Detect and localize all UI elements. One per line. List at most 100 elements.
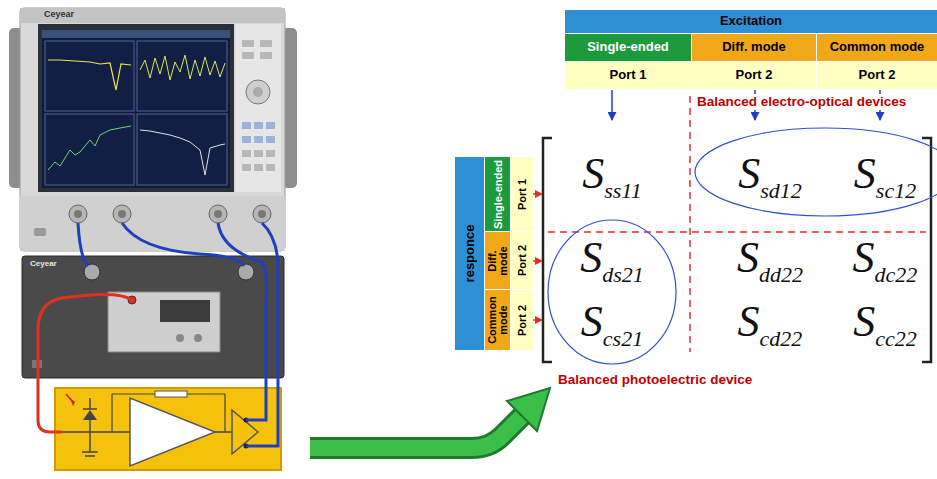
- header-cell: Port 2: [511, 232, 533, 289]
- matrix-subscript: cc22: [875, 326, 917, 351]
- wire: [89, 432, 91, 452]
- wire: [89, 420, 91, 432]
- port-connector: [258, 210, 266, 218]
- button: [260, 52, 272, 59]
- button: [266, 164, 275, 171]
- plot-pane: [45, 41, 134, 111]
- header-cell: Diff. mode: [692, 34, 816, 61]
- pointer-arrow: [533, 260, 542, 262]
- matrix-subscript: dc22: [875, 262, 918, 287]
- header-cell: Port 2: [511, 290, 533, 350]
- pointer-arrow: [533, 319, 542, 321]
- pointer-arrow: [611, 90, 613, 120]
- button: [254, 122, 263, 129]
- power-button: [34, 228, 46, 236]
- header-cell: Diff. mode: [485, 232, 510, 289]
- matrix-subscript: cd22: [760, 326, 803, 351]
- header-cell: Port 1: [511, 157, 533, 231]
- feedback-resistor: [155, 391, 187, 397]
- port-connector: [214, 210, 222, 218]
- rf-cable: [218, 223, 267, 420]
- matrix-entry: Sdd22: [737, 236, 803, 280]
- module-display: [160, 300, 210, 322]
- button: [242, 150, 251, 157]
- port-connector: [118, 210, 126, 218]
- port-connector: [69, 205, 87, 223]
- rf-cable: [122, 223, 244, 266]
- trace: [140, 130, 225, 175]
- header-cell: Port 2: [817, 62, 937, 89]
- button: [254, 136, 263, 143]
- pointer-arrow: [533, 193, 542, 195]
- port-connector: [113, 205, 131, 223]
- screen-toolbar: [42, 30, 230, 38]
- rf-cable: [246, 223, 278, 446]
- note-label: Balanced electro-optical devices: [695, 94, 908, 110]
- matrix-subscript: sc12: [876, 178, 916, 203]
- header-text: Port 2: [736, 68, 773, 82]
- matrix-symbol: S: [738, 149, 760, 198]
- header-text: responce: [463, 159, 476, 348]
- matrix-entry: Ssc12: [854, 152, 916, 196]
- knob: [253, 87, 263, 97]
- matrix-bracket: [543, 138, 552, 362]
- matrix-symbol: S: [853, 233, 875, 282]
- header-cell: Common mode: [485, 290, 510, 350]
- button: [260, 40, 272, 47]
- control-panel: [236, 24, 281, 192]
- matrix-symbol: S: [737, 233, 759, 282]
- matrix-subscript: dd22: [759, 262, 803, 287]
- header-text: Excitation: [720, 14, 782, 28]
- amplifier-symbol: [130, 398, 215, 466]
- matrix-entry: Sds21: [580, 236, 644, 280]
- matrix-entry: Scd22: [738, 300, 803, 344]
- analyzer-body: [20, 8, 285, 251]
- brand-label: Ceyear: [30, 259, 57, 268]
- highlight-ellipse: [548, 220, 676, 364]
- header-cell: Excitation: [565, 10, 937, 33]
- header-text: Port 2: [517, 234, 528, 287]
- button: [242, 52, 254, 59]
- header-cell: Port 1: [565, 62, 691, 89]
- wire: [224, 394, 225, 432]
- photodiode-symbol: [83, 410, 97, 420]
- matrix-entry: Scs21: [581, 300, 643, 344]
- highlight-ellipse: [695, 128, 937, 216]
- flow-arrow: [310, 416, 522, 448]
- header-cell: Common mode: [817, 34, 937, 61]
- button: [242, 136, 251, 143]
- matrix-symbol: S: [738, 297, 760, 346]
- module-panel: [108, 292, 220, 352]
- optical-fiber: [38, 294, 132, 432]
- front-strip: [20, 196, 285, 251]
- header-text: Diff. mode: [487, 234, 509, 287]
- header-text: Port 1: [610, 68, 647, 82]
- matrix-entry: Sss11: [582, 152, 642, 196]
- button: [254, 150, 263, 157]
- module-connector: [194, 334, 202, 342]
- header-cell: responce: [455, 157, 484, 350]
- header-text: Port 2: [517, 292, 528, 348]
- button: [242, 122, 251, 129]
- header-text: Port 2: [859, 68, 896, 82]
- wire: [89, 398, 91, 409]
- port-connector: [253, 205, 271, 223]
- ground-symbol: [85, 455, 95, 457]
- note-label: Balanced photoelectric device: [558, 372, 752, 388]
- header-text: Port 1: [517, 159, 528, 229]
- matrix-symbol: S: [582, 149, 604, 198]
- header-text: Common mode: [487, 292, 509, 348]
- matrix-subscript: ss11: [604, 178, 642, 203]
- wire: [111, 394, 112, 432]
- matrix-symbol: S: [854, 149, 876, 198]
- header-cell: Single-ended: [565, 34, 691, 61]
- matrix-subscript: cs21: [603, 326, 643, 351]
- trace: [140, 55, 225, 80]
- matrix-subscript: sd12: [760, 178, 802, 203]
- matrix-subscript: ds21: [602, 262, 644, 287]
- button: [254, 164, 263, 171]
- matrix-symbol: S: [581, 297, 603, 346]
- wire: [215, 431, 232, 433]
- plot-pane: [137, 41, 227, 111]
